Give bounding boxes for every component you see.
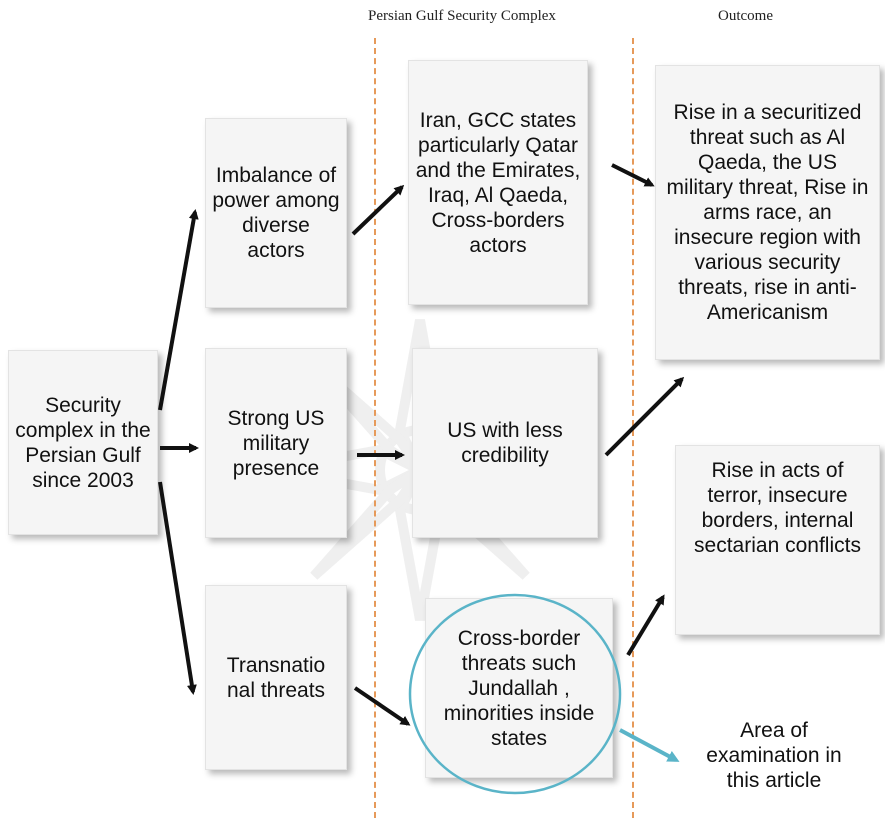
arrow-credibility-to-outcome xyxy=(604,376,685,457)
box-us-presence-text: Strong US military presence xyxy=(227,406,325,480)
arrow-complex-to-transnational xyxy=(158,481,197,695)
box-security-complex: Security complex in the Persian Gulf sin… xyxy=(8,350,158,535)
box-outcome-terror: Rise in acts of terror, insecure borders… xyxy=(675,445,880,635)
box-outcome-threats-text: Rise in a securitized threat such as Al … xyxy=(666,101,869,324)
box-outcome-threats: Rise in a securitized threat such as Al … xyxy=(655,65,880,360)
arrow-imbalance-to-actors xyxy=(351,184,405,236)
arrow-highlight-to-annotation xyxy=(619,728,680,762)
box-us-credibility-text: US with less credibility xyxy=(447,419,563,467)
box-cross-border: Cross-border threats such Jundallah , mi… xyxy=(425,598,613,778)
box-us-presence: Strong US military presence xyxy=(205,348,347,538)
box-actors-text: Iran, GCC states particularly Qatar and … xyxy=(415,108,581,257)
header-outcome: Outcome xyxy=(718,8,773,24)
box-transnational-text: Transnatio nal threats xyxy=(226,653,326,702)
annotation-text: Area of examination in this article xyxy=(706,719,842,792)
box-imbalance-text: Imbalance of power among diverse actors xyxy=(212,164,340,262)
arrow-complex-to-imbalance xyxy=(158,209,199,411)
box-actors: Iran, GCC states particularly Qatar and … xyxy=(408,60,588,305)
header-complex: Persian Gulf Security Complex xyxy=(368,8,556,24)
box-transnational: Transnatio nal threats xyxy=(205,585,347,770)
arrow-transnational-to-crossborder xyxy=(353,686,411,726)
box-cross-border-text: Cross-border threats such Jundallah , mi… xyxy=(443,626,595,750)
box-us-credibility: US with less credibility xyxy=(412,348,598,538)
box-outcome-terror-text: Rise in acts of terror, insecure borders… xyxy=(694,459,861,557)
divider-left xyxy=(374,38,376,818)
divider-right xyxy=(632,38,634,818)
box-imbalance: Imbalance of power among diverse actors xyxy=(205,118,347,308)
box-security-complex-text: Security complex in the Persian Gulf sin… xyxy=(15,393,151,492)
